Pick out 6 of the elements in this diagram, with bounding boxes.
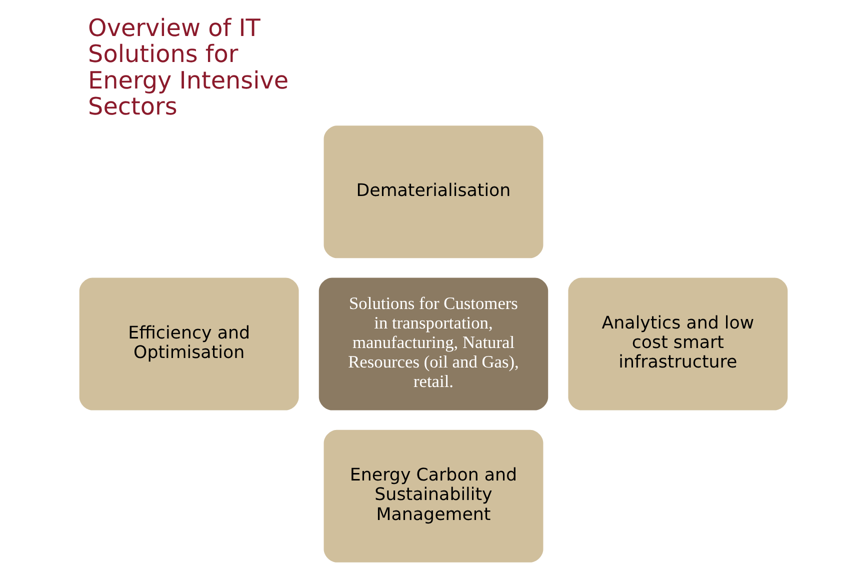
- diagram-title: Overview of IT Solutions for Energy Intensive Sectors: [88, 14, 288, 120]
- node-box: Dematerialisation: [323, 126, 543, 258]
- node-box: Solutions for Customers in transportation, manufacturing, Natural Resources (oil and Gas), retail.: [318, 278, 548, 410]
- node-box: Efficiency and Optimisation: [78, 278, 298, 410]
- node-box: Energy Carbon and Sustainability Management: [323, 430, 543, 562]
- node-box: Analytics and low cost smart infrastructure: [568, 278, 788, 410]
